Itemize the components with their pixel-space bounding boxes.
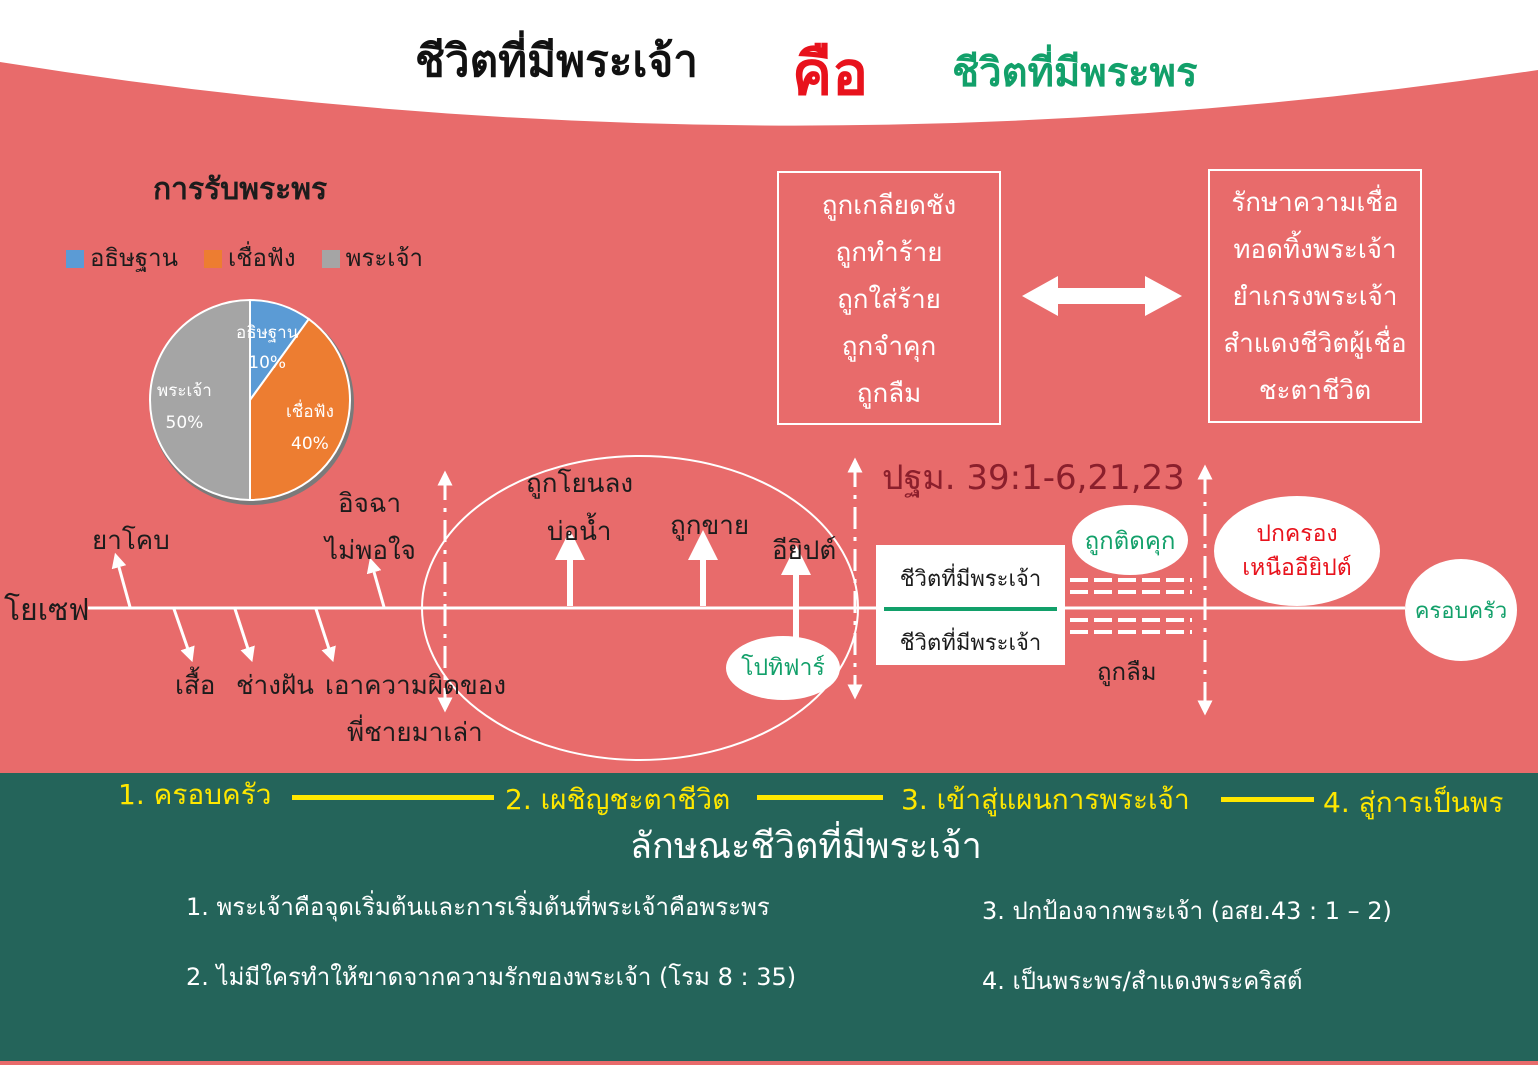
response-line: ทอดทิ้งพระเจ้า — [1233, 235, 1397, 265]
characteristics-title: ลักษณะชีวิตที่มีพระเจ้า — [630, 826, 982, 867]
scripture-reference: ปฐม. 39:1-6,21,23 — [882, 458, 1185, 498]
response-line: ชะตาชีวิต — [1258, 376, 1372, 406]
label-envy: อิจฉา — [338, 489, 402, 519]
stage-2: 2. เผชิญชะตาชีวิต — [505, 783, 731, 816]
suffering-line: ถูกใส่ร้าย — [837, 285, 941, 315]
stage-3: 3. เข้าสู่แผนการพระเจ้า — [901, 783, 1190, 816]
chart-title: การรับพระพร — [153, 172, 328, 207]
prison-label: ถูกติดคุก — [1084, 526, 1176, 555]
characteristic-3: 3. ปกป้องจากพระเจ้า (อสย.43 : 1 – 2) — [982, 897, 1392, 925]
center-box-top-text: ชีวิตที่มีพระเจ้า — [899, 567, 1042, 592]
header-middle-word: คือ — [792, 39, 869, 109]
stage-connector — [757, 795, 883, 800]
label-jacob: ยาโคบ — [92, 526, 170, 556]
label-forgotten: ถูกลืม — [1097, 658, 1157, 686]
timeline-start-label: โยเซฟ — [4, 593, 90, 628]
stage-connector — [292, 795, 494, 800]
ruler-line1: ปกครอง — [1256, 521, 1338, 547]
label-dreamer: ช่างฝัน — [236, 671, 314, 701]
arrow-envy — [366, 557, 386, 608]
characteristic-1: 1. พระเจ้าคือจุดเริ่มต้นและการเริ่มต้นที… — [186, 893, 770, 921]
center-box-bottom-text: ชีวิตที่มีพระเจ้า — [899, 631, 1042, 656]
label-coat: เสื้อ — [175, 671, 216, 701]
label-report: เอาความผิดของ — [325, 671, 507, 701]
label-egypt: อียิปต์ — [772, 536, 837, 566]
timeline-graphic — [88, 276, 1405, 761]
pie-slice-1 — [249, 317, 351, 502]
suffering-line: ถูกทำร้าย — [835, 238, 943, 268]
label-displeased: ไม่พอใจ — [325, 536, 416, 566]
header-left-title: ชีวิตที่มีพระเจ้า — [415, 36, 698, 87]
bottom-strip — [0, 1061, 1538, 1065]
label-thrown: ถูกโยนลง — [526, 469, 634, 499]
stage-connector — [1221, 797, 1314, 802]
suffering-line: ถูกเกลียดชัง — [821, 191, 957, 221]
center-box-divider — [884, 607, 1057, 611]
header-right-title: ชีวิตที่มีพระพร — [952, 50, 1198, 96]
legend-item-obey: เชื่อฟัง — [204, 238, 296, 277]
stage-4: 4. สู่การเป็นพร — [1323, 786, 1504, 819]
ruler-oval: ปกครอง เหนืออียิปต์ — [1214, 496, 1380, 606]
family-label: ครอบครัว — [1414, 598, 1508, 624]
label-well: บ่อน้ำ — [547, 517, 612, 547]
characteristic-2: 2. ไม่มีใครทำให้ขาดจากความรักของพระเจ้า … — [186, 963, 797, 991]
legend-swatch — [204, 250, 223, 268]
legend-item-prayer: อธิษฐาน — [66, 238, 178, 277]
label-brothers: พี่ชายมาเล่า — [347, 718, 483, 748]
arrow-jacob — [111, 552, 132, 608]
arrow-dreamer — [233, 608, 255, 663]
pie-slice-2 — [149, 298, 251, 502]
response-line: ยำเกรงพระเจ้า — [1232, 282, 1398, 312]
arrow-coat — [172, 608, 195, 663]
center-life-box: ชีวิตที่มีพระเจ้า ชีวิตที่มีพระเจ้า — [876, 545, 1065, 665]
response-box: รักษาความเชื่อ ทอดทิ้งพระเจ้า ยำเกรงพระเ… — [1208, 169, 1422, 423]
pie-chart — [149, 298, 354, 505]
response-line: สำแดงชีวิตผู้เชื่อ — [1223, 329, 1407, 359]
arrow-report — [314, 608, 336, 663]
characteristic-4: 4. เป็นพระพร/สำแดงพระคริสต์ — [982, 967, 1303, 995]
legend-swatch — [321, 250, 340, 268]
family-circle: ครอบครัว — [1405, 559, 1517, 661]
ruler-line2: เหนืออียิปต์ — [1242, 555, 1352, 581]
legend-swatch — [66, 250, 84, 268]
header-curve — [0, 0, 1538, 126]
double-arrow — [1022, 276, 1182, 316]
prison-dashes — [1070, 578, 1192, 634]
characteristics-panel: 1. ครอบครัว 2. เผชิญชะตาชีวิต 3. เข้าสู่… — [0, 773, 1538, 1065]
suffering-line: ถูกลืม — [856, 379, 922, 409]
suffering-line: ถูกจำคุก — [841, 332, 937, 362]
stage-1: 1. ครอบครัว — [118, 778, 272, 811]
response-line: รักษาความเชื่อ — [1231, 188, 1399, 218]
potiphar-oval: โปทิฟาร์ — [726, 636, 840, 700]
potiphar-label: โปทิฟาร์ — [741, 655, 825, 681]
chart-legend: อธิษฐาน เชื่อฟัง พระเจ้า — [66, 238, 423, 277]
legend-item-god: พระเจ้า — [321, 238, 423, 277]
suffering-box: ถูกเกลียดชัง ถูกทำร้าย ถูกใส่ร้าย ถูกจำค… — [777, 171, 1001, 425]
prison-oval: ถูกติดคุก — [1072, 505, 1188, 575]
label-sold: ถูกขาย — [670, 511, 750, 541]
